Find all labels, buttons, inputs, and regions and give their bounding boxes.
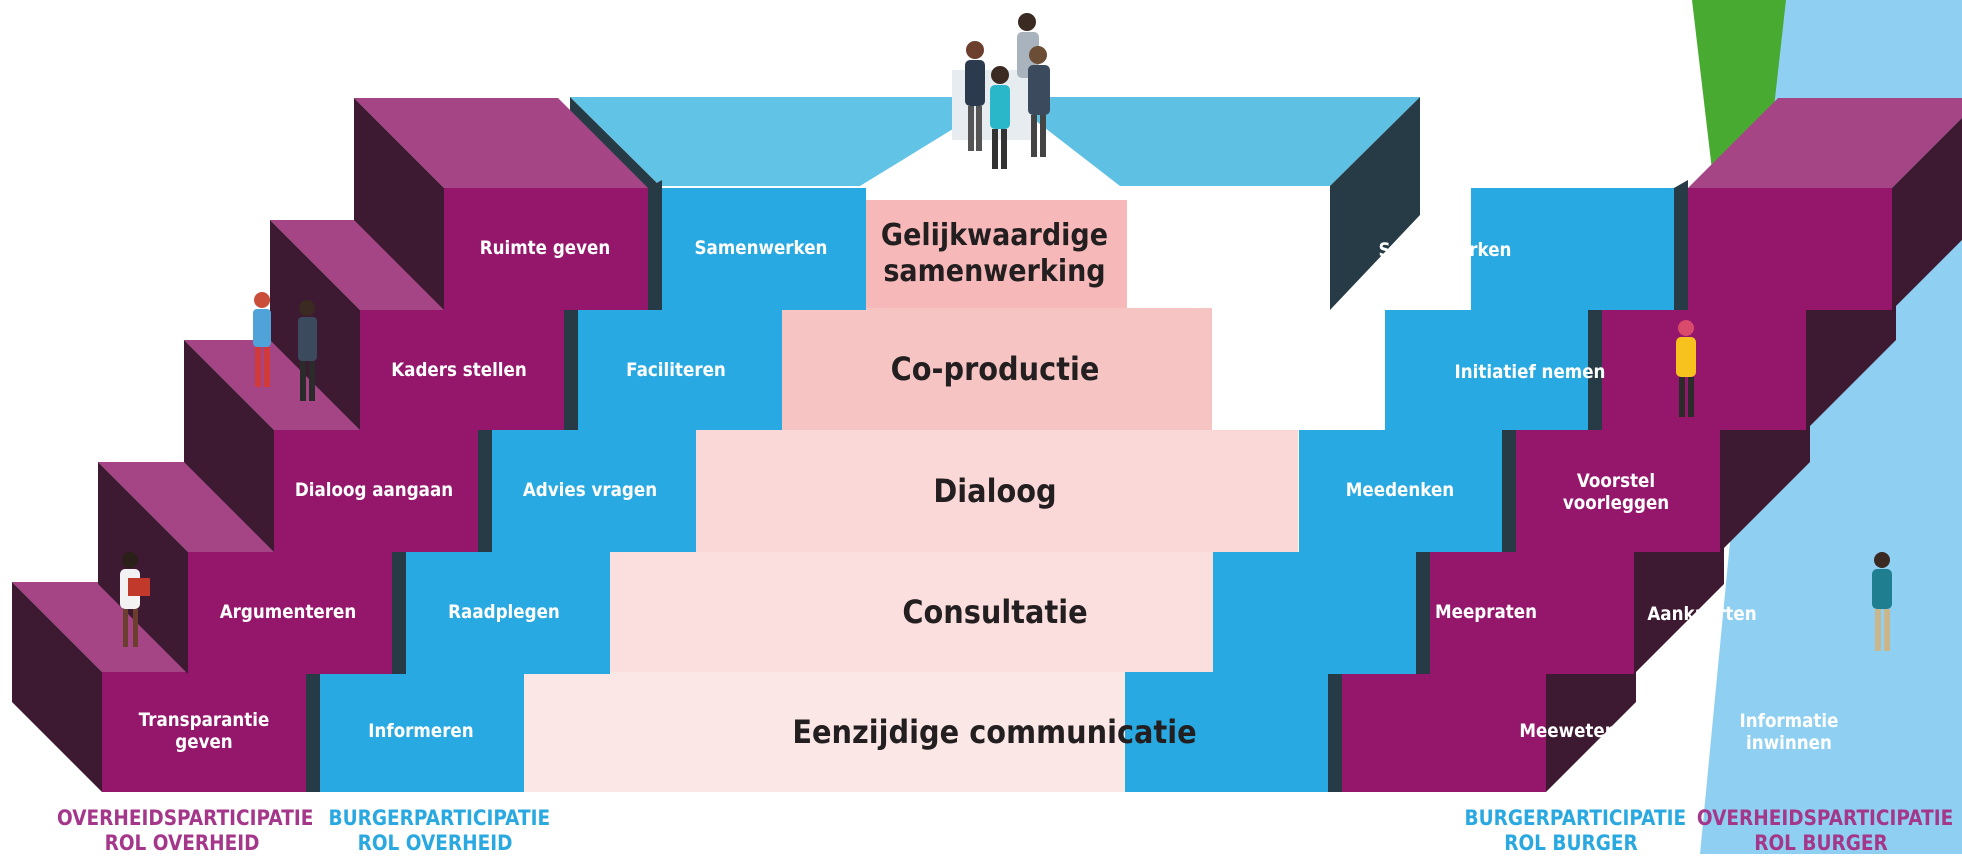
top-platform-left <box>570 97 1005 186</box>
left-blue-block-face <box>578 310 782 430</box>
caption-left-outer: OVERHEIDSPARTICIPATIE ROL OVERHEID <box>57 806 314 856</box>
left-blue-block-face <box>406 552 610 674</box>
caption-left-inner-line2: ROL OVERHEID <box>357 831 513 856</box>
left-magenta-block-side <box>354 98 444 310</box>
right-inner-label-4: Meepraten <box>1434 601 1538 624</box>
left-inner-label-1: Samenwerken <box>694 237 828 260</box>
right-blue-block-face <box>1125 672 1328 792</box>
left-blue-block-edge <box>648 180 662 310</box>
caption-right-outer: OVERHEIDSPARTICIPATIE ROL BURGER <box>1696 806 1954 856</box>
left-inner-label-3: Advies vragen <box>522 479 658 502</box>
right-blue-block-edge <box>1588 302 1602 430</box>
person-yellow-illustration <box>1676 320 1696 417</box>
caption-right-inner-line2: ROL BURGER <box>1504 831 1638 856</box>
top-platform-dark-edge-right <box>1330 97 1420 310</box>
left-blue-block-edge <box>564 302 578 430</box>
left-blue-block-face <box>492 430 696 552</box>
left-magenta-block-side <box>184 340 274 552</box>
right-outer-label-4: Aankaarten <box>1647 603 1757 626</box>
left-blue-block-edge <box>392 544 406 674</box>
left-blue-block-edge <box>478 422 492 552</box>
caption-left-outer-line1: OVERHEIDSPARTICIPATIE <box>57 806 314 830</box>
left-outer-label-2: Kaders stellen <box>391 359 527 382</box>
center-step-2-shape <box>778 308 1212 430</box>
left-inner-label-4: Raadplegen <box>448 601 560 624</box>
left-outer-label-3: Dialoog aangaan <box>294 479 454 502</box>
right-blue-block-face <box>1213 552 1416 674</box>
top-platform-right <box>1005 97 1420 186</box>
left-outer-label-5: Transparantie geven <box>138 709 270 753</box>
left-magenta-block-face <box>102 672 306 792</box>
center-step-3-shape <box>692 430 1298 552</box>
right-blue-block-face <box>1471 188 1674 310</box>
right-magenta-block-face <box>1688 188 1892 310</box>
left-blue-block-edge <box>306 664 320 792</box>
caption-left-inner-line1: BURGERPARTICIPATIE <box>328 806 551 830</box>
left-magenta-block-face <box>444 188 648 310</box>
center-step-consultatie: Consultatie <box>902 593 1088 631</box>
right-blue-block-edge <box>1328 664 1342 792</box>
center-step-gelijkwaardige-samenwerking: Gelijkwaardige samenwerking <box>880 218 1109 289</box>
left-blue-block-face <box>320 672 524 792</box>
left-inner-label-5: Informeren <box>368 720 474 743</box>
right-inner-label-5: Meeweten <box>1519 720 1617 743</box>
right-outer-label-2: Initiatief nemen <box>1454 361 1606 384</box>
left-inner-label-2: Faciliteren <box>626 359 726 382</box>
right-outer-label-1: Samenwerken <box>1378 239 1512 262</box>
right-inner-label-1: Meebeslissen <box>1164 237 1293 260</box>
person-pair-illustration <box>253 292 317 401</box>
right-magenta-block-face <box>1342 672 1546 792</box>
right-outer-label-5: Informatie inwinnen <box>1739 710 1839 754</box>
right-magenta-block-side <box>1892 118 1962 310</box>
center-step-co-productie: Co-productie <box>890 350 1100 388</box>
caption-left-inner: BURGERPARTICIPATIE ROL OVERHEID <box>328 806 551 856</box>
center-step-eenzijdige-communicatie: Eenzijdige communicatie <box>792 713 1197 751</box>
center-step-1-shape <box>862 200 1127 308</box>
caption-left-outer-line2: ROL OVERHEID <box>104 831 260 856</box>
left-magenta-block-face <box>188 552 392 674</box>
person-books-illustration <box>120 552 150 647</box>
person-teal-illustration <box>1872 552 1892 651</box>
caption-right-outer-line1: OVERHEIDSPARTICIPATIE <box>1696 806 1954 830</box>
right-magenta-block-face <box>1602 310 1806 430</box>
people-group-illustration <box>952 13 1050 169</box>
left-magenta-block-top <box>354 98 648 188</box>
right-blue-block-edge <box>1416 544 1430 674</box>
right-magenta-block-face <box>1516 430 1720 552</box>
left-magenta-block-side <box>12 582 102 792</box>
left-magenta-block-side <box>98 462 188 674</box>
caption-right-outer-line2: ROL BURGER <box>1754 831 1888 856</box>
left-blue-block-face <box>662 188 866 310</box>
left-outer-label-1: Ruimte geven <box>479 237 611 260</box>
right-magenta-block-face <box>1430 552 1634 674</box>
left-magenta-block-face <box>274 430 478 552</box>
caption-right-inner: BURGERPARTICIPATIE ROL BURGER <box>1464 806 1687 856</box>
right-blue-block-face <box>1299 430 1502 552</box>
right-outer-label-3: Voorstel voorleggen <box>1562 470 1670 514</box>
right-blue-block-edge <box>1674 180 1688 310</box>
left-outer-label-4: Argumenteren <box>219 601 357 624</box>
right-blue-block-edge <box>1502 422 1516 552</box>
left-magenta-block-face <box>360 310 564 430</box>
right-blue-block-face <box>1385 310 1588 430</box>
caption-right-inner-line1: BURGERPARTICIPATIE <box>1464 806 1687 830</box>
right-inner-label-2: Meedoen <box>1270 359 1358 382</box>
right-inner-label-3: Meedenken <box>1345 479 1455 502</box>
center-step-dialoog: Dialoog <box>933 472 1057 510</box>
right-magenta-block-top <box>1688 98 1962 188</box>
